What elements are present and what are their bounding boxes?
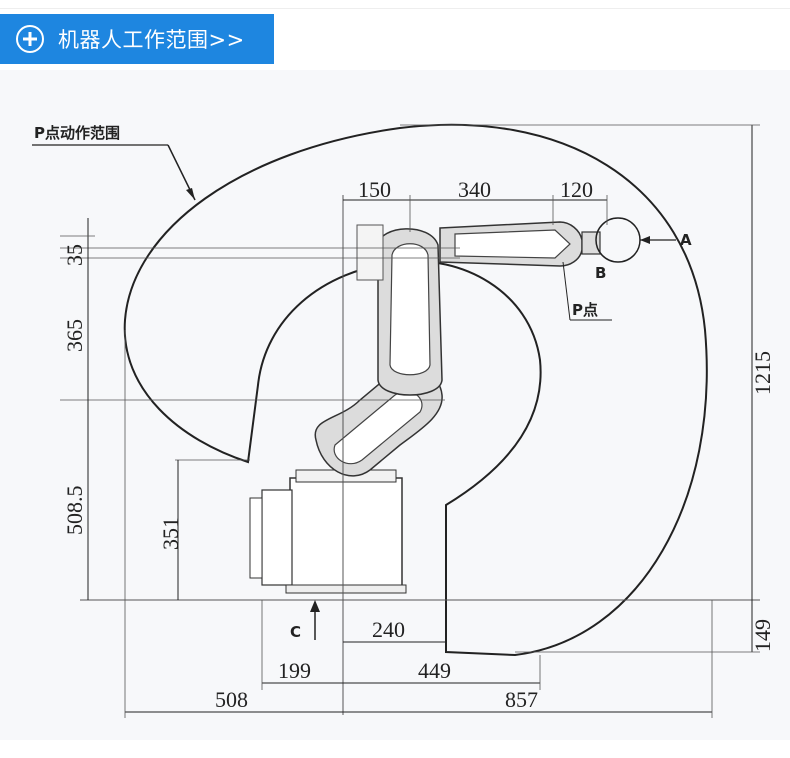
dim-left-365: 365 <box>62 319 87 352</box>
top-divider <box>0 8 790 9</box>
robot-forearm-inner <box>454 229 571 259</box>
label-p-point: P点 <box>572 301 598 319</box>
dim-bottom-508: 508 <box>215 687 248 712</box>
work-range-svg: P点动作范围 A B P点 <box>32 123 775 718</box>
dim-top-340: 340 <box>458 177 491 202</box>
label-c: C <box>290 623 301 641</box>
p-range-arrow <box>186 188 195 200</box>
robot-base-side-panel <box>261 489 293 586</box>
flange-detail-circle <box>595 217 641 263</box>
dim-top-120: 120 <box>560 177 593 202</box>
work-range-diagram: P点动作范围 A B P点 <box>0 70 790 740</box>
robot-base <box>289 477 403 591</box>
dim-bottom-449: 449 <box>418 658 451 683</box>
label-a: A <box>680 231 692 249</box>
dim-bottom-199: 199 <box>278 658 311 683</box>
dim-left-351: 351 <box>158 517 183 550</box>
robot-foot <box>285 584 407 594</box>
dim-left-35: 35 <box>62 244 87 266</box>
plus-circle-icon <box>16 25 44 53</box>
dim-bottom-857: 857 <box>505 687 538 712</box>
p-point-range-envelope <box>123 123 708 657</box>
robot-connector-panel <box>249 497 263 579</box>
section-title: 机器人工作范围>> <box>58 28 245 52</box>
dim-left-508-5: 508.5 <box>62 486 87 536</box>
dim-top-150: 150 <box>358 177 391 202</box>
robot-wrist <box>581 231 601 255</box>
p-point-leader <box>562 261 571 321</box>
label-b: B <box>595 264 606 282</box>
robot-joint-housing <box>356 224 384 281</box>
dim-right-149: 149 <box>750 619 775 652</box>
dim-bottom-240: 240 <box>372 617 405 642</box>
p-range-label: P点动作范围 <box>34 124 120 142</box>
a-arrow <box>640 236 650 244</box>
section-header: 机器人工作范围>> <box>0 14 274 64</box>
robot-upper-arm-inner <box>389 243 431 376</box>
c-arrow-head <box>310 600 320 612</box>
dim-right-1215: 1215 <box>750 351 775 395</box>
